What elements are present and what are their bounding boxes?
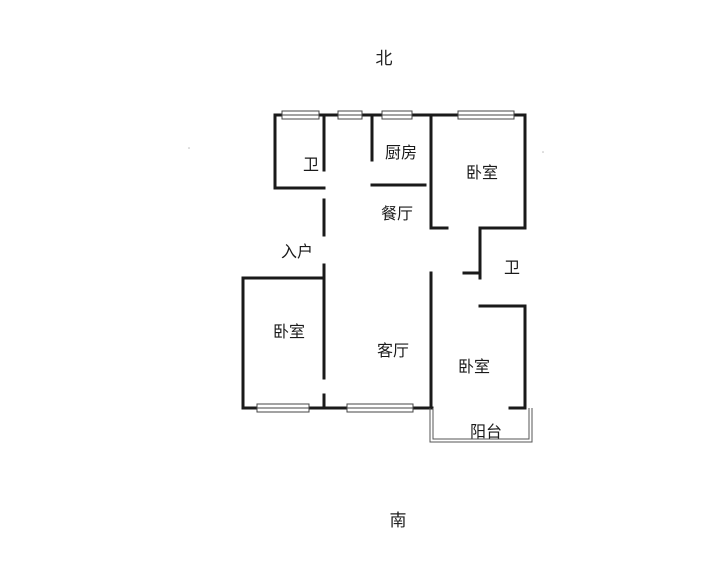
room-label-bath-north: 卫 <box>303 155 319 174</box>
room-label-bath-east: 卫 <box>504 258 520 277</box>
room-labels: 卫 厨房 餐厅 卧室 入户 卫 卧室 客厅 卧室 阳台 <box>273 143 520 441</box>
room-label-dining: 餐厅 <box>381 204 413 223</box>
window-corridor <box>337 110 363 120</box>
room-label-bedroom-w: 卧室 <box>273 322 305 341</box>
room-label-kitchen: 厨房 <box>385 143 417 162</box>
room-label-bedroom-se: 卧室 <box>458 357 490 376</box>
room-label-entrance: 入户 <box>281 242 313 261</box>
room-label-bedroom-ne: 卧室 <box>466 163 498 182</box>
window-bedroom-ne <box>457 110 515 120</box>
window-kitchen <box>381 110 413 120</box>
balcony-outline <box>429 408 533 443</box>
north-label: 北 <box>376 49 393 69</box>
south-label: 南 <box>390 511 407 531</box>
windows <box>256 110 515 413</box>
stray-dot <box>188 147 190 149</box>
window-living <box>346 403 414 413</box>
walls <box>241 113 527 410</box>
room-label-living: 客厅 <box>377 341 409 360</box>
stray-dot <box>542 151 544 153</box>
window-bedroom-w <box>256 403 310 413</box>
window-bath-north <box>281 110 320 120</box>
room-label-balcony: 阳台 <box>470 422 502 441</box>
